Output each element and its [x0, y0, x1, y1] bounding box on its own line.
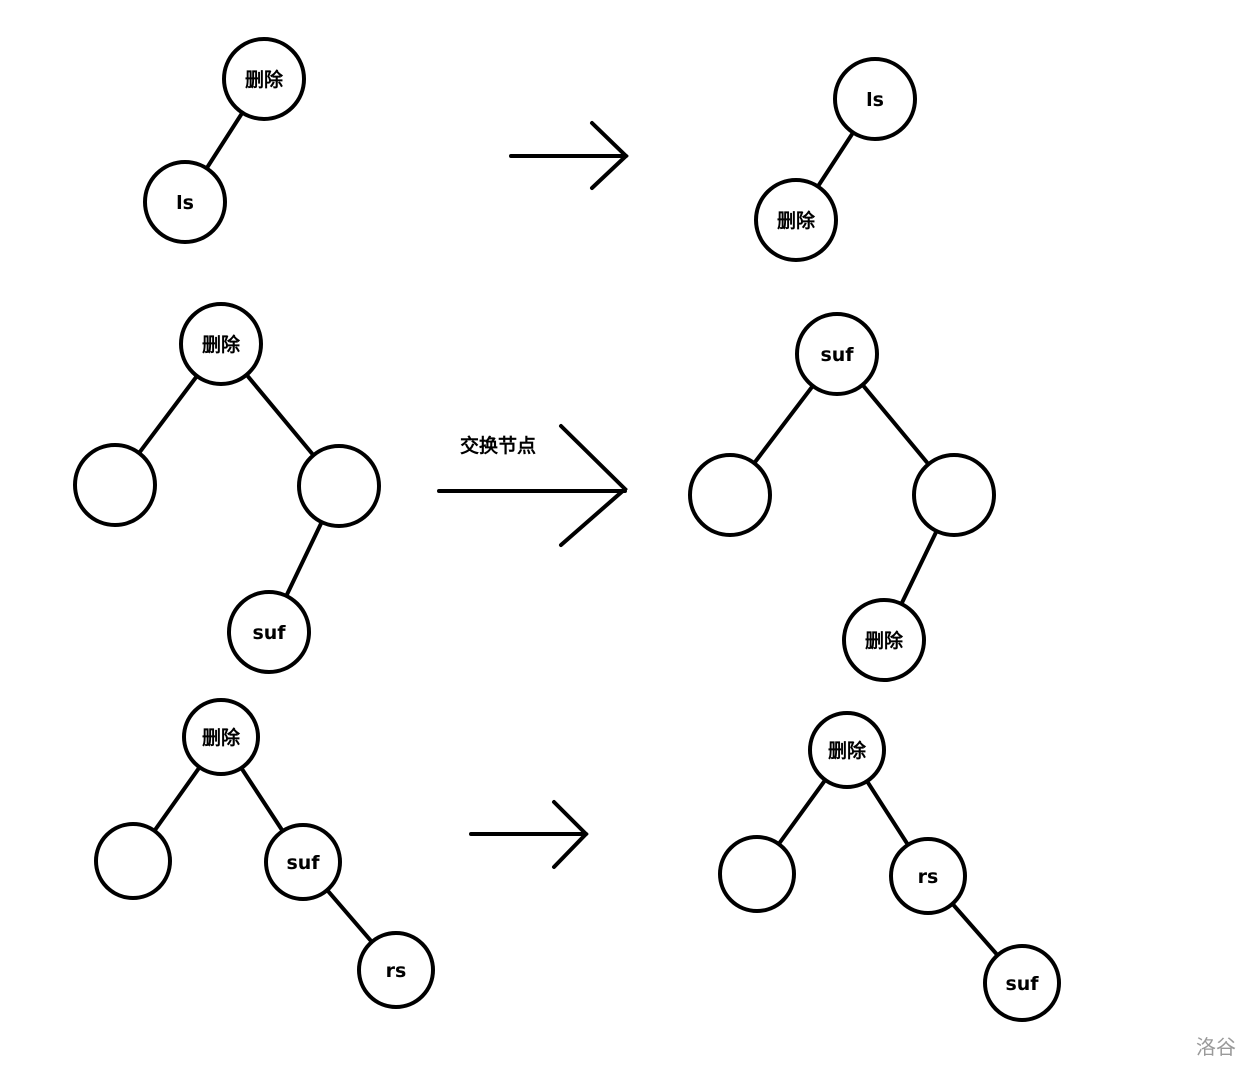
tree-node-circle — [718, 835, 796, 913]
case-1-before-node-delete: 删除 — [222, 37, 306, 121]
tree-node-circle — [889, 837, 967, 915]
tree-node-label: ls — [866, 89, 884, 111]
tree-node-circle — [264, 823, 342, 901]
arrows-layer: 交换节点 — [437, 121, 629, 869]
case-1-after-node-delete: 删除 — [754, 178, 838, 262]
arrow-head-icon — [590, 121, 629, 190]
case-2-after-node-empty — [688, 453, 772, 537]
case-3-before: 删除 suf rs — [94, 698, 435, 1009]
case-1-before-node-ls: ls — [143, 160, 227, 244]
case-3-after-node-empty — [718, 835, 796, 913]
tree-node-circle — [808, 711, 886, 789]
case-3-after: 删除 rs suf — [718, 711, 1061, 1022]
case-1-after: ls 删除 — [754, 57, 917, 262]
case-1-before: 删除 ls — [143, 37, 306, 244]
tree-node-circle — [297, 444, 381, 528]
case-2-before: 删除 suf — [73, 302, 381, 674]
tree-node-label: rs — [918, 866, 939, 888]
tree-node-label: 删除 — [777, 209, 816, 232]
tree-node-circle — [688, 453, 772, 537]
case-3-before-node-rs: rs — [357, 931, 435, 1009]
case-2-after-node-delete: 删除 — [842, 598, 926, 682]
tree-node-label: 删除 — [245, 68, 284, 91]
case-3-before-node-empty — [94, 822, 172, 900]
case-3-before-node-delete: 删除 — [182, 698, 260, 776]
arrow-case-2: 交换节点 — [437, 424, 628, 547]
tree-node-label: 删除 — [865, 629, 904, 652]
tree-node-label: 删除 — [202, 726, 241, 749]
tree-node-label: 删除 — [828, 739, 867, 762]
tree-node-circle — [912, 453, 996, 537]
arrow-case-1 — [509, 121, 629, 190]
tree-node-label: suf — [1005, 973, 1039, 995]
case-3-after-node-rs: rs — [889, 837, 967, 915]
case-2-before-node-empty — [73, 443, 157, 527]
tree-node-circle — [833, 57, 917, 141]
swap-label: 交换节点 — [460, 434, 536, 457]
case-2-after-node-suf: suf — [795, 312, 879, 396]
arrow-head-icon — [552, 800, 589, 869]
tree-node-label: suf — [286, 852, 320, 874]
tree-node-circle — [842, 598, 926, 682]
watermark: 洛谷 — [1196, 1035, 1236, 1059]
case-3-before-node-suf: suf — [264, 823, 342, 901]
tree-node-circle — [983, 944, 1061, 1022]
case-2-after: suf 删除 — [688, 312, 996, 682]
case-3-after-node-delete: 删除 — [808, 711, 886, 789]
tree-node-circle — [754, 178, 838, 262]
case-2-before-node-suf: suf — [227, 590, 311, 674]
tree-node-circle — [222, 37, 306, 121]
case-3-after-node-suf: suf — [983, 944, 1061, 1022]
arrow-head-icon — [559, 424, 628, 547]
tree-node-circle — [143, 160, 227, 244]
case-2-before-node-empty — [297, 444, 381, 528]
tree-node-circle — [357, 931, 435, 1009]
tree-node-circle — [94, 822, 172, 900]
tree-node-circle — [227, 590, 311, 674]
tree-node-circle — [795, 312, 879, 396]
arrow-case-3 — [469, 800, 589, 869]
tree-node-circle — [179, 302, 263, 386]
edges-layer — [113, 77, 1024, 985]
tree-node-circle — [182, 698, 260, 776]
case-2-before-node-delete: 删除 — [179, 302, 263, 386]
tree-node-label: suf — [252, 622, 286, 644]
case-1-after-node-ls: ls — [833, 57, 917, 141]
tree-node-label: suf — [820, 344, 854, 366]
tree-node-label: ls — [176, 192, 194, 214]
tree-node-label: rs — [386, 960, 407, 982]
tree-node-circle — [73, 443, 157, 527]
tree-node-label: 删除 — [202, 333, 241, 356]
case-2-after-node-empty — [912, 453, 996, 537]
